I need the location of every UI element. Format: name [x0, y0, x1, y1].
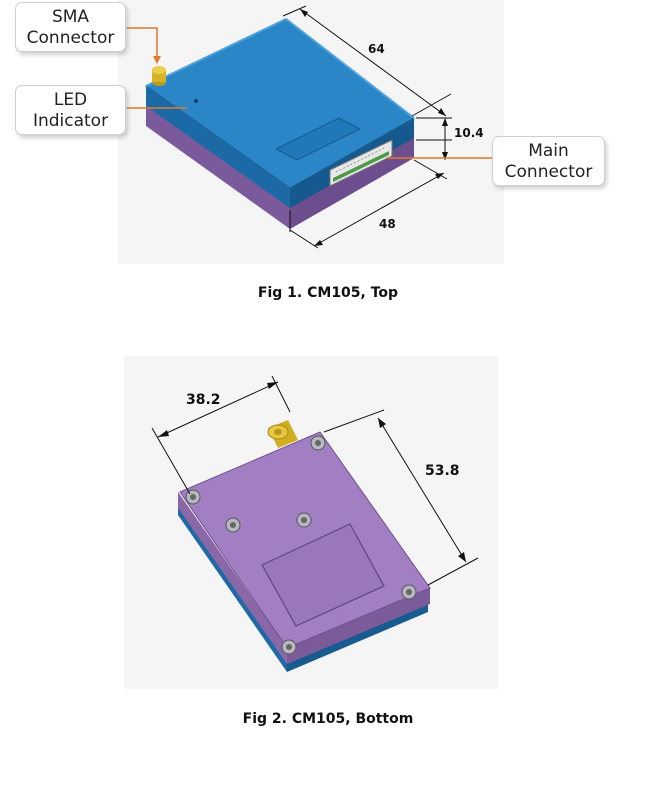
fig2-sma-connector — [267, 420, 298, 448]
screw-3 — [225, 517, 241, 533]
fig2-plate-front-side — [287, 588, 430, 664]
screw-6 — [281, 639, 297, 655]
main-callout-line-2: Connector — [504, 162, 593, 182]
figure-1-module: 64 10.4 48 — [127, 5, 492, 249]
top-body-left-side — [146, 86, 290, 208]
callout-leaders — [127, 27, 492, 159]
fig2-dimension-lines — [151, 375, 479, 586]
main-connector-callout: Main Connector — [492, 136, 605, 186]
sma-connector-callout: SMA Connector — [15, 2, 126, 52]
bottom-body-left-side — [146, 104, 290, 229]
sma-callout-line-1: SMA — [51, 7, 90, 27]
screw-1 — [185, 489, 201, 505]
fig2-label-recess — [261, 523, 385, 627]
sma-connector — [152, 66, 166, 86]
fig1-dimension-arrows — [300, 9, 448, 246]
dimension-length-53-8: 53.8 — [425, 463, 460, 479]
fig2-screws — [185, 435, 417, 655]
sma-callout-line-2: Connector — [26, 28, 115, 48]
fig2-dimension-arrows — [158, 382, 466, 562]
screw-4 — [296, 512, 312, 528]
dimension-height-10-4: 10.4 — [454, 126, 484, 140]
screw-2 — [310, 435, 326, 451]
fig2-plate-left-side — [178, 492, 287, 664]
main-connector — [329, 139, 393, 187]
dimension-length-64: 64 — [368, 42, 385, 56]
figure-1-caption: Fig 1. CM105, Top — [257, 285, 399, 301]
dimension-width-38-2: 38.2 — [186, 392, 221, 408]
led-dot — [194, 99, 198, 103]
figure-2-module: 38.2 53.8 — [151, 375, 479, 672]
led-callout-line-1: LED — [53, 90, 88, 110]
top-face-edge-highlight — [145, 17, 415, 119]
label-recess — [274, 117, 362, 161]
callout-arrowheads — [153, 56, 161, 64]
led-indicator-callout: LED Indicator — [15, 85, 126, 135]
main-callout-line-1: Main — [528, 141, 569, 161]
screw-5 — [401, 584, 417, 600]
led-callout-line-2: Indicator — [32, 111, 109, 131]
dimension-width-48: 48 — [379, 217, 396, 231]
figure-2-caption: Fig 2. CM105, Bottom — [242, 711, 414, 727]
